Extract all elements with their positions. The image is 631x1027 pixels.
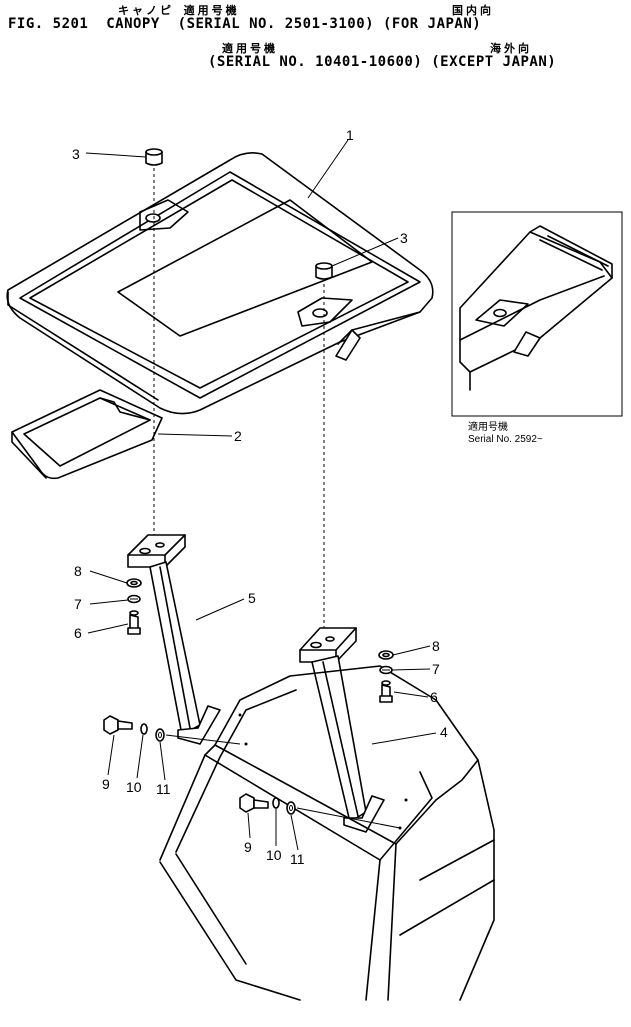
washer-part-10-left [140, 723, 148, 735]
washer-part-10-right [272, 797, 280, 809]
region-kana-japan: 国内向 [452, 4, 494, 17]
bolt-part-9-right [239, 793, 269, 813]
region-kana-export: 海外向 [490, 42, 532, 55]
washer-part-8-left [126, 578, 142, 588]
lockwasher-part-7-left [127, 594, 141, 604]
callout-3-right: 3 [400, 230, 408, 246]
tray-part-2 [11, 389, 163, 480]
stay-right [299, 627, 385, 833]
callout-7-left: 7 [74, 596, 82, 612]
callout-10-left: 10 [126, 779, 142, 795]
callout-8-left: 8 [74, 563, 82, 579]
lockwasher-part-7-right [379, 665, 393, 675]
cap-part-3-right [315, 262, 333, 280]
leader-lines [85, 139, 437, 851]
bolt-part-6-left [127, 610, 141, 635]
serial-kana: 適用号機 [222, 42, 278, 55]
callout-9-right: 9 [244, 839, 252, 855]
canopy-part-1 [6, 152, 434, 415]
callout-11-left: 11 [156, 781, 171, 797]
inset-detail [451, 211, 623, 417]
callout-5: 5 [248, 590, 256, 606]
stay-part-5 [127, 534, 221, 745]
figure-subtitle: (SERIAL NO. 10401-10600) (EXCEPT JAPAN) [208, 54, 557, 70]
figure-title: FIG. 5201 CANOPY (SERIAL NO. 2501-3100) … [8, 16, 482, 32]
inset-caption-jp: 適用号機 [468, 420, 508, 433]
inset-caption-serial: Serial No. 2592~ [468, 434, 543, 445]
callout-6-left: 6 [74, 625, 82, 641]
callout-3-left: 3 [72, 146, 80, 162]
callout-8-right: 8 [432, 638, 440, 654]
cap-part-3-left [145, 148, 163, 166]
callout-2: 2 [234, 428, 242, 444]
bolt-part-6-right [379, 680, 393, 703]
callout-9-left: 9 [102, 776, 110, 792]
callout-1: 1 [346, 127, 354, 143]
washer-part-11-right [286, 801, 296, 815]
title-kana: キャノピ 適用号機 [118, 4, 240, 17]
callout-6-right: 6 [430, 689, 438, 705]
washer-part-8-right [378, 650, 394, 660]
washer-part-11-left [155, 728, 165, 742]
callout-10-right: 10 [266, 847, 282, 863]
bolt-part-9-left [103, 715, 133, 735]
callout-11-right: 11 [290, 851, 305, 867]
callout-7-right: 7 [432, 661, 440, 677]
callout-4: 4 [440, 724, 448, 740]
